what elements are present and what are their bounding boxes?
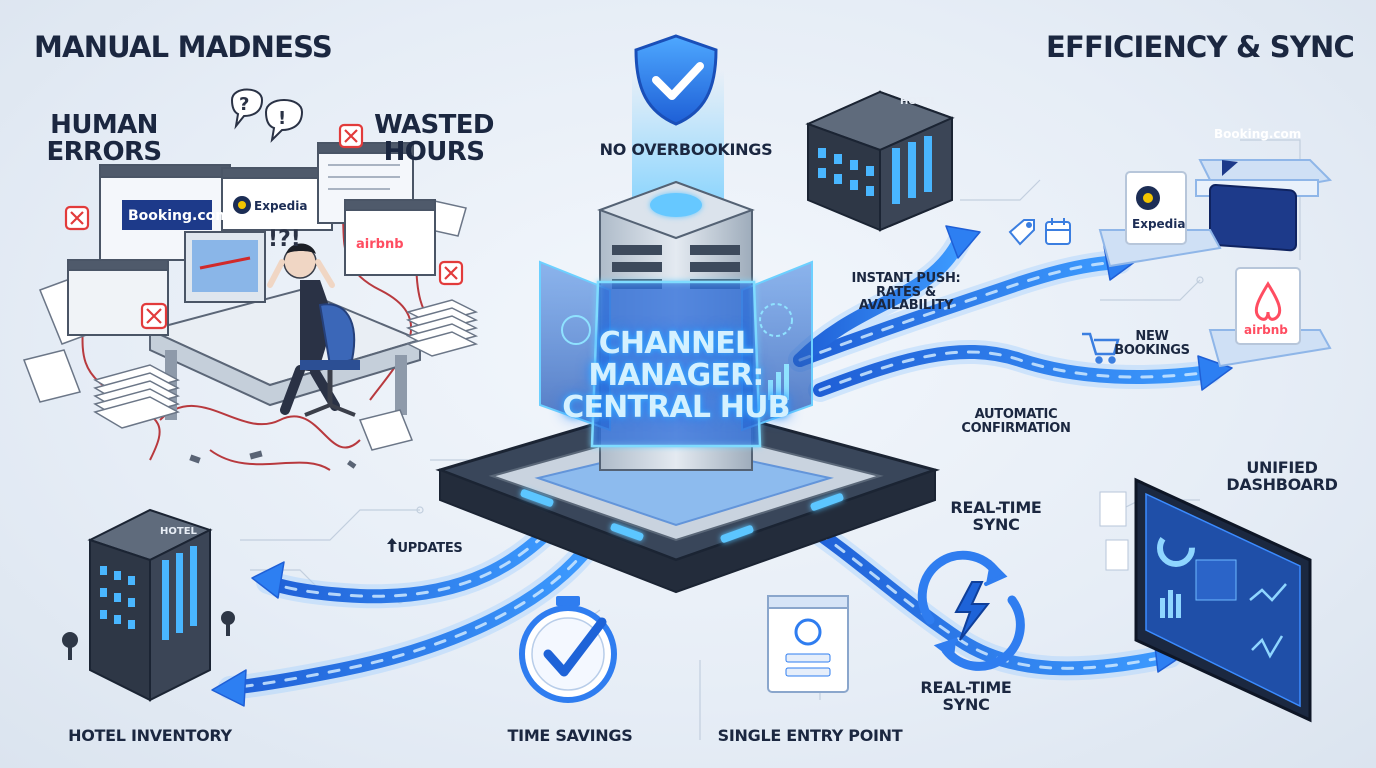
svg-text:!: ! bbox=[278, 108, 286, 129]
office-chair bbox=[300, 303, 360, 417]
browser-windows bbox=[67, 142, 436, 336]
entry-form-icon bbox=[767, 595, 849, 693]
hotel-building-bottom bbox=[62, 508, 235, 702]
svg-text:?: ? bbox=[239, 94, 249, 115]
alarm-marks: !?! bbox=[268, 227, 301, 252]
label-updates: UPDATES bbox=[397, 541, 463, 556]
arrow-head-hotel-top bbox=[945, 225, 981, 259]
error-x-icons bbox=[64, 123, 464, 330]
brand-airbnb-ota: airbnb bbox=[1244, 323, 1288, 337]
airbnb-window bbox=[344, 199, 436, 276]
arrow-head-left-lower bbox=[211, 669, 247, 707]
floor-debris bbox=[189, 409, 414, 469]
flow-arrows bbox=[218, 228, 1222, 700]
desk-monitor bbox=[184, 231, 266, 303]
left-section-title: MANUAL MADNESS bbox=[34, 30, 333, 64]
cart-icon bbox=[1082, 332, 1120, 364]
error-x-icon bbox=[338, 123, 364, 149]
ota-booking bbox=[1195, 159, 1333, 252]
holo-panel-center bbox=[590, 280, 762, 448]
brand-booking-chaos: Booking.com bbox=[128, 208, 230, 224]
brand-booking-ota: Booking.com bbox=[1214, 127, 1301, 141]
sync-lightning-icon bbox=[917, 550, 1025, 671]
chaos-scene: ? ! !?! bbox=[22, 88, 479, 471]
dashboard-monitor bbox=[1099, 477, 1312, 723]
paper-stacks bbox=[22, 199, 479, 429]
tag-icon bbox=[1008, 219, 1035, 246]
stopwatch-icon bbox=[519, 596, 617, 703]
error-x-icon bbox=[438, 260, 464, 286]
shield-check-icon bbox=[634, 34, 718, 126]
central-hub bbox=[435, 70, 941, 594]
error-x-icon bbox=[64, 205, 90, 231]
brand-expedia-chaos: Expedia bbox=[254, 199, 307, 213]
arrow-head-airbnb bbox=[1197, 355, 1233, 391]
hotel-sign-bottom: HOTEL bbox=[160, 526, 198, 537]
hotel-building-top: HOTEL bbox=[805, 90, 955, 232]
up-arrow-icon bbox=[387, 538, 397, 552]
ota-airbnb bbox=[1208, 267, 1332, 368]
label-single-entry-point: SINGLE ENTRY POINT bbox=[717, 726, 903, 745]
hotel-sign-top: HOTEL bbox=[900, 96, 938, 107]
calendar-icon bbox=[1045, 218, 1071, 245]
right-section-title: EFFICIENCY & SYNC bbox=[1046, 30, 1355, 64]
side-monitor bbox=[67, 259, 169, 336]
arrow-head-left-upper bbox=[251, 561, 285, 599]
error-x-icon bbox=[140, 302, 168, 330]
brand-expedia-ota: Expedia bbox=[1132, 217, 1185, 231]
label-hotel-inventory: HOTEL INVENTORY bbox=[68, 726, 232, 745]
brand-airbnb-chaos: airbnb bbox=[356, 237, 404, 252]
label-time-savings: TIME SAVINGS bbox=[507, 726, 633, 745]
ota-expedia bbox=[1098, 171, 1222, 268]
expedia-window bbox=[221, 167, 333, 231]
label-no-overbookings: NO OVERBOOKINGS bbox=[599, 140, 773, 159]
question-bubble-icon: ? bbox=[230, 88, 264, 130]
label-instant-push: INSTANT PUSH:RATES &AVAILABILITY bbox=[851, 271, 961, 314]
exclamation-bubble-icon: ! bbox=[264, 99, 304, 143]
